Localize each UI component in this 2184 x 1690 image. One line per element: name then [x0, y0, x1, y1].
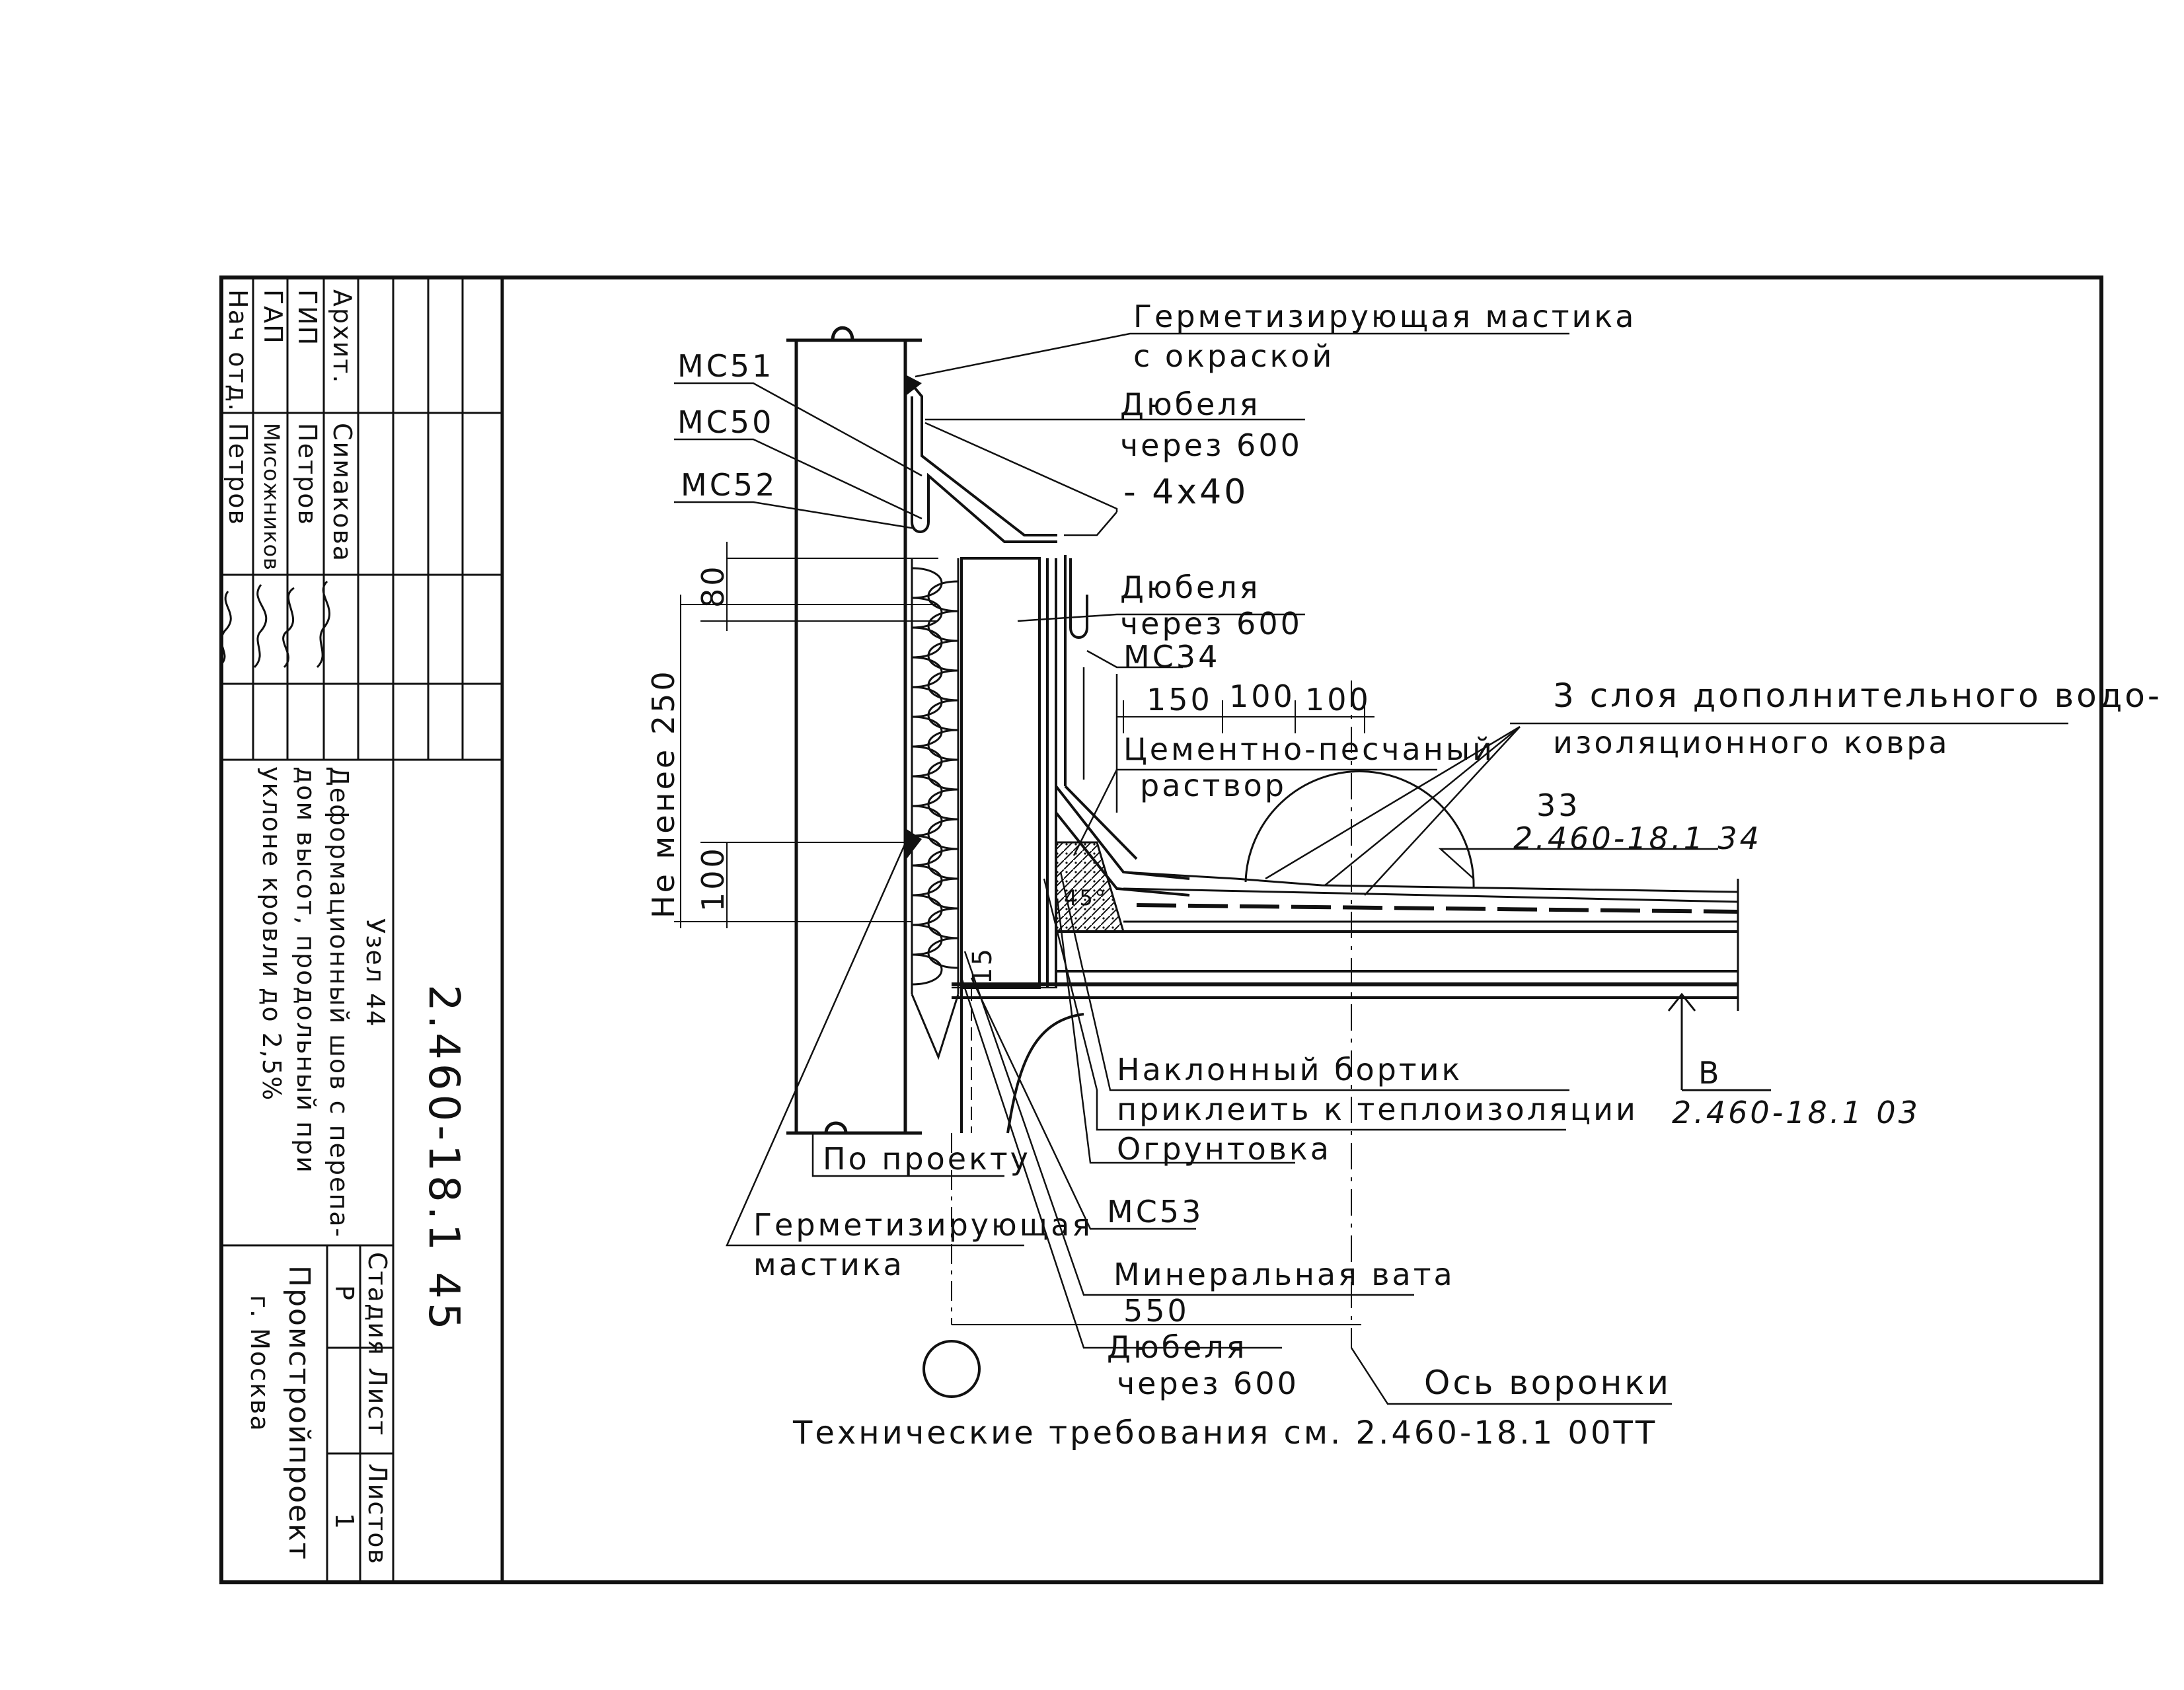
label-waterproof-2: изоляционного ковра	[1553, 725, 1950, 760]
annotation-labels: Герметизирующая мастика с окраской МС51 …	[646, 299, 2162, 1451]
mineral-wool-fill	[911, 558, 960, 1060]
label-dim-80: 80	[695, 564, 731, 608]
label-sealant-top-1: Герметизирующая мастика	[1133, 299, 1636, 334]
org-line2: г. Москва	[245, 1295, 274, 1432]
stage-value: Р	[330, 1285, 359, 1302]
sheets-header: Листов	[363, 1463, 392, 1565]
axis-marker	[923, 1340, 981, 1398]
sealant-mark-bottom	[907, 829, 922, 859]
label-dim-100b: 100	[1305, 682, 1371, 717]
label-sloped-2: приклеить к теплоизоляции	[1117, 1091, 1638, 1127]
title-block: Архит. ГИП ГАП Нач отд. Симакова Петров …	[220, 277, 502, 1582]
document-code: 2.460-18.1 45	[419, 984, 468, 1334]
left-wall	[786, 326, 922, 1135]
label-primer: Огрунтовка	[1117, 1131, 1332, 1167]
label-dowels-bottom-2: через 600	[1117, 1366, 1299, 1401]
label-strip: - 4х40	[1123, 472, 1248, 512]
sealant-mark-top	[907, 375, 922, 395]
label-sealant-top-2: с окраской	[1133, 338, 1334, 374]
stamp-title-line4: уклоне кровли до 2,5%	[257, 766, 286, 1101]
label-mc52: МС52	[681, 467, 777, 503]
label-dim-100a: 100	[1229, 679, 1295, 714]
sheet-header: Лист	[363, 1368, 392, 1436]
stamp-name-1: Симакова	[328, 423, 357, 562]
parapet-block	[960, 557, 1057, 989]
label-by-project: По проекту	[823, 1141, 1031, 1177]
label-dowels-bottom-1: Дюбеля	[1107, 1329, 1247, 1365]
slope-arc	[1244, 770, 1475, 889]
label-funnel-axis: Ось воронки	[1424, 1364, 1671, 1402]
ceiling-curve	[1006, 1013, 1084, 1134]
label-mc53: МС53	[1107, 1194, 1203, 1230]
label-dim-100: 100	[695, 846, 731, 912]
stamp-title-line1: Узел 44	[361, 918, 390, 1027]
leader-lines	[674, 332, 2068, 1405]
label-sealant-bottom-1: Герметизирующая	[753, 1207, 1093, 1243]
label-mc34: МС34	[1123, 639, 1220, 675]
stamp-roles: Архит. ГИП ГАП Нач отд.	[223, 289, 357, 412]
label-dim-250: Не менее 250	[646, 669, 681, 918]
stamp-stage-cells: Стадия Лист Листов Р 1 Промстройпроект г…	[245, 1252, 392, 1565]
stamp-name-2: Петров	[293, 423, 322, 526]
stamp-role-4: Нач отд.	[223, 289, 252, 412]
label-mc50: МС50	[677, 404, 774, 440]
stamp-name-4: Петров	[223, 423, 252, 526]
label-mortar-2: раствор	[1140, 768, 1287, 803]
stamp-title: Узел 44 Деформационный шов с перепа- дом…	[257, 766, 390, 1238]
stamp-signatures	[220, 580, 330, 669]
label-mineral-wool: Минеральная вата	[1113, 1257, 1455, 1292]
stamp-role-1: Архит.	[328, 289, 357, 385]
label-ref33-code: 2.460-18.1 34	[1513, 821, 1762, 856]
label-ref33-num: 33	[1536, 788, 1581, 823]
label-mc51: МС51	[677, 348, 774, 384]
section-b-arrow	[1667, 992, 1771, 1091]
label-sealant-bottom-2: мастика	[753, 1247, 905, 1282]
label-waterproof-1: 3 слоя дополнительного водо-	[1553, 677, 2162, 715]
label-dim-550: 550	[1123, 1293, 1189, 1329]
label-dowels-mid-1: Дюбеля	[1120, 569, 1260, 605]
stamp-names: Симакова Петров Мисожников Петров	[223, 423, 357, 571]
label-section-b-ref: 2.460-18.1 03	[1672, 1095, 1920, 1130]
label-sloped-1: Наклонный бортик	[1117, 1052, 1462, 1087]
sheet-frame	[219, 276, 2103, 1584]
label-section-b: В	[1698, 1055, 1722, 1091]
label-dim-15: 15	[967, 947, 998, 984]
stamp-role-3: ГАП	[258, 289, 287, 345]
label-dowels-top-2: через 600	[1120, 427, 1302, 463]
dimensions	[674, 542, 1374, 1325]
sheets-value: 1	[330, 1513, 359, 1530]
org-line1: Промстройпроект	[282, 1265, 316, 1561]
label-angle-45: 45°	[1064, 885, 1108, 910]
stamp-name-3: Мисожников	[259, 423, 284, 571]
label-dim-150: 150	[1147, 682, 1213, 717]
roof-layers	[952, 871, 1739, 1011]
stamp-role-2: ГИП	[293, 289, 322, 346]
label-dowels-mid-2: через 600	[1120, 606, 1302, 642]
stamp-title-line3: дом высот, продольный при	[291, 766, 320, 1174]
technical-requirements: Технические требования см. 2.460-18.1 00…	[792, 1414, 1657, 1451]
stamp-title-line2: Деформационный шов с перепа-	[324, 766, 354, 1238]
label-mortar-1: Цементно-песчаный	[1123, 731, 1495, 767]
title-block-grid	[221, 277, 502, 1582]
label-dowels-top-1: Дюбеля	[1120, 386, 1260, 422]
stage-header: Стадия	[363, 1252, 392, 1356]
